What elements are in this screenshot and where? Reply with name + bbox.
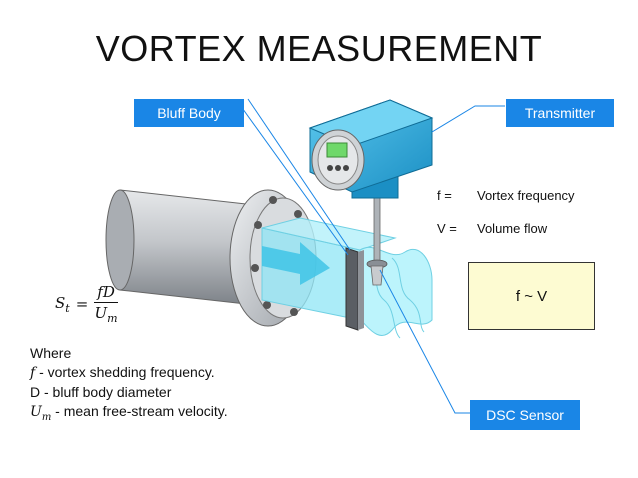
- flow-arrow: [262, 242, 330, 285]
- where-item-frequency: f - vortex shedding frequency.: [30, 364, 215, 381]
- formula-equals: =: [75, 295, 89, 313]
- bluff-body: [345, 247, 364, 331]
- formula-lhs: St: [55, 293, 70, 315]
- definition-volume-flow: V = Volume flow: [437, 221, 547, 236]
- definition-text: Volume flow: [477, 221, 548, 236]
- where-item-diameter: D - bluff body diameter: [30, 384, 172, 400]
- where-legend: Where f - vortex shedding frequency. D -…: [30, 344, 228, 427]
- relation-box: f ~ V: [468, 262, 595, 330]
- formula-numerator: fD: [94, 283, 118, 303]
- display-icon: [326, 142, 348, 158]
- dsc-sensor-callout: DSC Sensor: [470, 400, 580, 430]
- strouhal-formula: St = fD Um: [55, 283, 118, 325]
- where-item-velocity: Um - mean free-stream velocity.: [30, 403, 228, 423]
- bluff-body-callout: Bluff Body: [134, 99, 244, 127]
- formula-denominator: Um: [94, 304, 118, 325]
- flow-channel: [261, 217, 397, 321]
- definition-symbol: V =: [437, 221, 457, 236]
- formula-fraction: fD Um: [94, 283, 118, 325]
- definition-text: Vortex frequency: [477, 188, 575, 203]
- leader-lines: [239, 98, 505, 414]
- transmitter-callout: Transmitter: [506, 99, 614, 127]
- where-heading: Where: [30, 345, 72, 361]
- definition-symbol: f =: [437, 188, 452, 203]
- page-title: VORTEX MEASUREMENT: [95, 28, 543, 69]
- transmitter: [308, 99, 434, 199]
- definition-frequency: f = Vortex frequency: [437, 188, 575, 203]
